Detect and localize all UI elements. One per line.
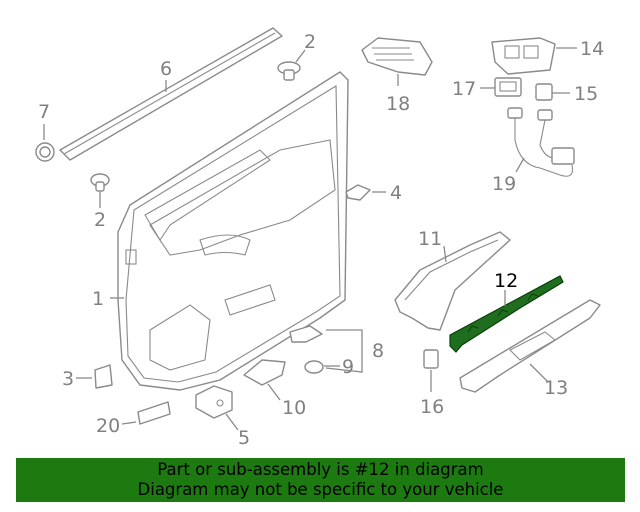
part-18-bracket — [361, 37, 433, 76]
callout-15: 15 — [574, 83, 598, 105]
callout-17: 17 — [452, 78, 476, 100]
callouts: 6 2 7 2 1 4 18 14 17 15 19 11 12 13 16 3… — [38, 31, 604, 449]
callout-19: 19 — [492, 173, 516, 195]
callout-9: 9 — [342, 356, 354, 378]
info-banner: Part or sub-assembly is #12 in diagram D… — [16, 458, 625, 502]
callout-6: 6 — [160, 58, 172, 80]
callout-5: 5 — [238, 427, 250, 449]
callout-4: 4 — [390, 182, 402, 204]
banner-line-2: Diagram may not be specific to your vehi… — [137, 480, 504, 499]
part-12-highlighted — [449, 275, 564, 353]
callout-14: 14 — [580, 38, 604, 60]
part-19-harness — [507, 107, 575, 177]
callout-10: 10 — [282, 397, 306, 419]
part-10-bracket — [243, 359, 286, 386]
part-4-clip — [345, 184, 371, 201]
part-14-switch-housing — [491, 37, 556, 75]
part-2-clip-top — [277, 61, 301, 81]
banner-line-1: Part or sub-assembly is #12 in diagram — [157, 460, 484, 479]
part-16-clip — [423, 349, 439, 369]
callout-13: 13 — [544, 377, 568, 399]
callout-12: 12 — [494, 270, 518, 292]
leader-lines — [43, 47, 577, 431]
callout-16: 16 — [420, 396, 444, 418]
callout-18: 18 — [386, 93, 410, 115]
part-13-trim — [459, 299, 601, 393]
part-20-pad — [137, 401, 171, 425]
callout-2-lower: 2 — [94, 209, 106, 231]
part-6-strip — [59, 27, 283, 161]
part-11-armrest-bracket — [394, 231, 511, 331]
part-9-plug — [304, 360, 324, 374]
part-5-bracket — [195, 385, 233, 419]
part-15-switch — [535, 83, 553, 101]
callout-1: 1 — [92, 288, 104, 310]
part-1-door-panel — [117, 71, 349, 391]
part-8-clip — [289, 325, 323, 343]
callout-7: 7 — [38, 101, 50, 123]
parts-diagram: 6 2 7 2 1 4 18 14 17 15 19 11 12 13 16 3… — [35, 27, 604, 449]
part-2-clip-lower — [90, 173, 110, 192]
callout-20: 20 — [96, 415, 120, 437]
callout-11: 11 — [418, 228, 442, 250]
part-7-plug — [35, 142, 55, 162]
callout-3: 3 — [62, 368, 74, 390]
callout-2-top: 2 — [304, 31, 316, 53]
callout-8: 8 — [372, 340, 384, 362]
part-17-switch — [494, 77, 522, 97]
part-3-clip — [94, 364, 113, 389]
